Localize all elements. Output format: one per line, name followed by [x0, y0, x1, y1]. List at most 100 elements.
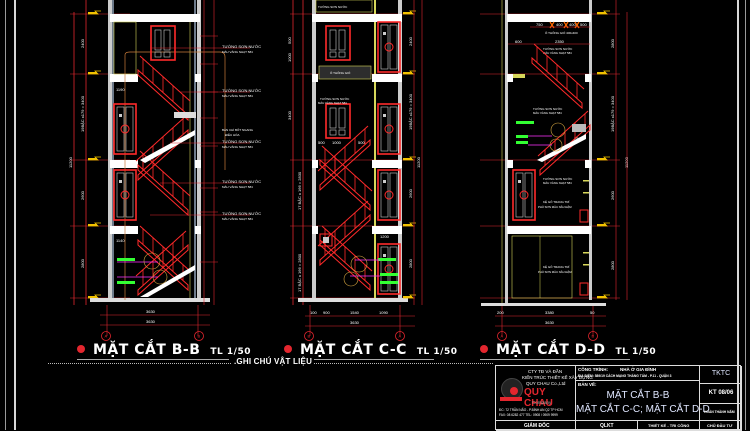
svg-text:500: 500 [358, 140, 365, 145]
svg-text:2800: 2800 [610, 38, 615, 48]
section-scale: TL 1/50 [210, 347, 251, 357]
svg-text:MÀU VÀNG NHẠT 584: MÀU VÀNG NHẠT 584 [222, 94, 253, 98]
svg-text:19BẬC x179 = 3400: 19BẬC x179 = 3400 [80, 95, 85, 132]
svg-text:11200: 11200 [416, 156, 421, 168]
company-address: ĐC: 72 TRẦN NÃO - P.BÌNH AN Q2 TP HCM [499, 408, 563, 412]
svg-text:3380: 3380 [545, 310, 555, 315]
svg-text:400: 400 [569, 22, 576, 27]
svg-text:TƯỜNG SƠN NƯỚC: TƯỜNG SƠN NƯỚC [222, 211, 261, 216]
svg-text:ĐIỀU HÒA: ĐIỀU HÒA [225, 132, 240, 137]
section-title-b-b: MẶT CẮT B-B TL 1/50 [77, 342, 251, 358]
svg-text:3630: 3630 [545, 320, 555, 325]
svg-text:TƯỜNG SƠN NƯỚC: TƯỜNG SƠN NƯỚC [222, 44, 261, 49]
svg-text:TƯỜNG SƠN NƯỚC: TƯỜNG SƠN NƯỚC [222, 139, 261, 144]
svg-text:KỆ GỖ TRANG TRÍ: KỆ GỖ TRANG TRÍ [543, 199, 570, 204]
svg-text:MÀU VÀNG NHẠT 584: MÀU VÀNG NHẠT 584 [543, 181, 572, 185]
svg-text:A: A [501, 334, 504, 339]
svg-text:3630: 3630 [146, 309, 156, 314]
title-block: CTY TĐ VÀ ĐẦN KIẾN TRÚC THIẾT KẾ XÂY DỰN… [495, 365, 742, 431]
company-cell: CTY TĐ VÀ ĐẦN KIẾN TRÚC THIẾT KẾ XÂY DỰN… [496, 366, 593, 421]
drawing-title-line-1: MẶT CẮT B-B [606, 390, 670, 401]
sheet-number: KT 08/06 [708, 390, 734, 396]
svg-text:PHÚ SƠN MÀU NÂU ĐẬM: PHÚ SƠN MÀU NÂU ĐẬM [538, 269, 572, 274]
footer-label: GIÁM ĐỐC [524, 423, 550, 429]
svg-text:2600: 2600 [408, 188, 413, 198]
svg-text:B: B [592, 334, 595, 339]
material-notes-heading: .GHI CHÚ VẬT LIỆU [232, 357, 315, 366]
svg-text:1540: 1540 [350, 310, 360, 315]
svg-text:400: 400 [556, 22, 563, 27]
svg-text:2800: 2800 [408, 258, 413, 268]
svg-text:500: 500 [580, 22, 587, 27]
title-bullet-icon [480, 345, 488, 353]
svg-text:11200: 11200 [68, 156, 73, 168]
frame-right-outer [745, 0, 746, 430]
section-title-text: MẶT CẮT B-B [93, 342, 201, 358]
project-label: CÔNG TRÌNH: [578, 367, 608, 372]
svg-text:500: 500 [318, 140, 325, 145]
svg-text:500: 500 [287, 37, 292, 44]
frame-left-outer [5, 0, 6, 430]
svg-text:2800: 2800 [610, 260, 615, 270]
svg-text:TƯỜNG SƠN NƯỚC: TƯỜNG SƠN NƯỚC [222, 179, 261, 184]
footer-label: CHỦ ĐẦU TƯ [707, 423, 733, 428]
title-underline [284, 359, 434, 360]
svg-text:MÀU VÀNG NHẠT 584: MÀU VÀNG NHẠT 584 [222, 50, 253, 54]
drawing-label: BẢN VẼ: [578, 382, 597, 387]
svg-text:Ô THÔNG GIÓ: Ô THÔNG GIÓ [330, 70, 351, 75]
svg-text:TƯỜNG SƠN NƯỚC: TƯỜNG SƠN NƯỚC [543, 46, 573, 51]
title-bullet-icon [284, 345, 292, 353]
svg-text:3630: 3630 [146, 319, 156, 324]
svg-text:MÀU VÀNG NHẠT 584: MÀU VÀNG NHẠT 584 [222, 185, 253, 189]
drawing-title-line-2: MẶT CẮT C-C; MẶT CẮT D-D [576, 404, 710, 415]
svg-text:MÀU VÀNG NHẠT 584: MÀU VÀNG NHẠT 584 [222, 217, 253, 221]
phase-code: TKTC [711, 370, 731, 377]
logo-bar [500, 397, 522, 401]
frame-left-inner [14, 0, 16, 430]
section-c-c-drawing: Ô THÔNG GIÓ TƯỜNG SƠN NƯỚC TƯỜNG SƠN NƯỚ… [287, 0, 423, 341]
svg-text:11200: 11200 [624, 156, 629, 168]
svg-text:2400: 2400 [80, 38, 85, 48]
svg-text:MÀU VÀNG NHẠT 584: MÀU VÀNG NHẠT 584 [222, 145, 253, 149]
svg-text:3400: 3400 [287, 110, 292, 120]
svg-text:BẢN CHỈ BỐT NGANG: BẢN CHỈ BỐT NGANG [222, 127, 254, 132]
svg-text:1200: 1200 [380, 234, 390, 239]
svg-text:TƯỜNG SƠN NƯỚC: TƯỜNG SƠN NƯỚC [543, 176, 573, 181]
svg-text:PHÚ SƠN MÀU NÂU ĐẬM: PHÚ SƠN MÀU NÂU ĐẬM [538, 204, 572, 209]
svg-text:200: 200 [497, 310, 504, 315]
svg-text:Ô THÔNG GIÓ 400x400: Ô THÔNG GIÓ 400x400 [545, 30, 578, 35]
status-text: HOÀN THÀNH NĂM [704, 410, 735, 414]
svg-text:17 BẬC x 166 = 2830: 17 BẬC x 166 = 2830 [297, 171, 302, 210]
frame-right-inner [737, 0, 739, 430]
svg-text:2800: 2800 [80, 258, 85, 268]
svg-text:MÀU VÀNG NHẠT 584: MÀU VÀNG NHẠT 584 [543, 51, 572, 55]
status-cell: HOÀN THÀNH NĂM [700, 404, 742, 421]
svg-text:2350: 2350 [555, 39, 565, 44]
company-line: QUY CHAU Co.,Ltd [526, 381, 566, 386]
svg-text:2600: 2600 [80, 190, 85, 200]
svg-text:100: 100 [310, 310, 317, 315]
phase-cell: TKTC [700, 366, 742, 384]
svg-text:TƯỜNG SƠN NƯỚC: TƯỜNG SƠN NƯỚC [320, 96, 350, 101]
svg-text:17 BẬC x 166 = 2800: 17 BẬC x 166 = 2800 [297, 253, 302, 292]
svg-text:19BẬC x179 = 3400: 19BẬC x179 = 3400 [408, 93, 413, 130]
drawing-title-cell: BẢN VẼ: MẶT CẮT B-B MẶT CẮT C-C; MẶT CẮT… [576, 381, 710, 421]
footer-label: QLKT [600, 423, 614, 429]
svg-text:19BẬC x179 = 3400: 19BẬC x179 = 3400 [610, 95, 615, 132]
footer-label: THIẾT KẾ - TRI CÔNG [648, 423, 690, 428]
company-name: QUY CHAU [524, 387, 553, 409]
section-title-text: MẶT CẮT C-C [300, 342, 407, 358]
section-title-text: MẶT CẮT D-D [496, 342, 606, 358]
svg-text:B: B [308, 334, 311, 339]
svg-text:900: 900 [323, 310, 330, 315]
svg-text:A: A [399, 334, 402, 339]
svg-text:600: 600 [515, 39, 522, 44]
svg-text:KỆ GỖ TRANG TRÍ: KỆ GỖ TRANG TRÍ [543, 264, 570, 269]
section-scale: TL 1/50 [615, 347, 657, 357]
svg-text:1000: 1000 [332, 140, 342, 145]
company-contact: FAX: 08 6282 477 TEL: 0908 / 0909 9999 [499, 413, 558, 417]
